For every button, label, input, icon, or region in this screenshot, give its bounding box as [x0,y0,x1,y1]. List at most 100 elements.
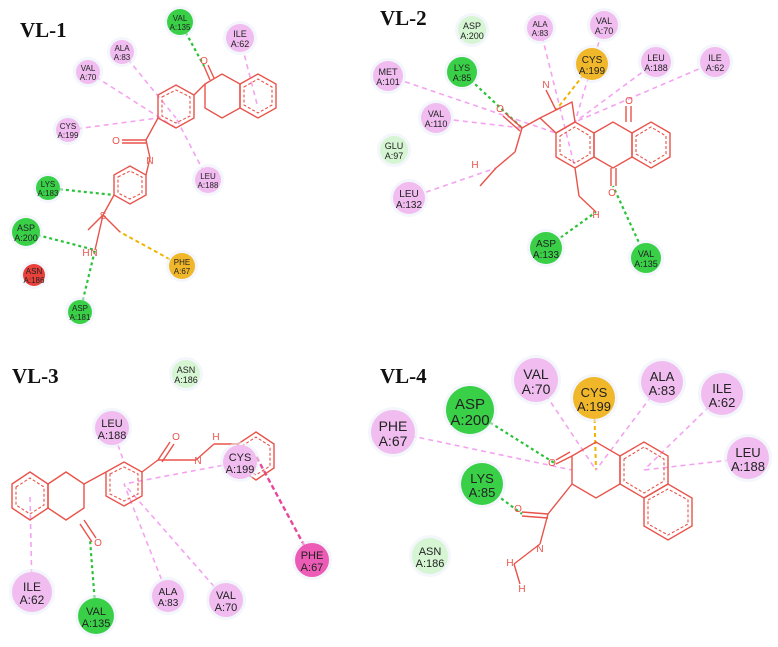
atom-h: H [82,248,89,259]
residue-chain: A:199 [577,399,611,414]
residue-name: VAL [428,109,444,119]
atom-o: O [548,458,556,469]
residue-name: MET [379,67,399,77]
vl3-interaction-line [29,495,33,593]
residue-chain: A:110 [425,119,448,129]
residue-name: LEU [399,189,418,200]
residue-name: CYS [60,122,76,131]
atom-h: H [592,210,599,221]
vl4-ligand [513,441,693,585]
residue-name: VAL [523,366,549,382]
atom-labels: O O N S N H N O O H O H O H O N O O N H … [82,56,633,595]
residue-chain: A:199 [579,66,606,77]
residue-name: LYS [454,63,470,73]
residue-chain: A:135 [82,618,111,630]
vl1-interaction-line [78,249,97,313]
vl2-interaction-line [387,75,557,134]
residue-name: ASN [419,546,442,558]
residue-chain: A:85 [453,73,472,83]
residue-name: LEU [647,53,665,63]
residue-name: ASP [455,396,485,413]
residue-chain: A:188 [198,181,219,190]
residue-name: VAL [638,249,654,259]
residue-chain: A:83 [158,598,179,609]
panel-title-vl4: VL-4 [380,364,427,388]
residue-name: ASN [26,267,43,276]
vl2-interaction-line [574,24,605,123]
residue-chain: A:199 [58,131,79,140]
residue-chain: A:101 [376,77,400,87]
residue-name: ASN [177,365,196,375]
vl2-ligand [479,89,671,213]
residue-name: LYS [470,471,494,486]
residue-chain: A:62 [231,39,250,49]
residue-name: PHE [379,418,408,434]
residue-chain: A:186 [416,558,445,570]
vl2-interaction-line [574,61,716,123]
residue-chain: A:188 [98,430,127,442]
atom-o: O [172,432,180,443]
atom-o: O [608,188,616,199]
vl1-interaction-line [47,186,115,197]
residue-bubbles: ALAA:83VALA:135ILEA:62VALA:70CYSA:199LEU… [9,6,772,637]
residue-chain: A:62 [706,63,725,73]
residue-chain: A:83 [649,383,676,398]
residue-chain: A:135 [170,23,191,32]
residue-chain: A:67 [174,267,191,276]
residue-name: VAL [173,14,188,23]
vl2-interaction-line [408,167,497,199]
residue-name: ASP [72,304,88,313]
residue-name: GLU [385,141,404,151]
vl2-interaction-line [539,27,576,169]
residue-name: ILE [712,381,732,396]
vl1-interaction-line [87,71,177,129]
residue-name: VAL [86,606,106,618]
residue-chain: A:200 [460,31,484,41]
residue-chain: A:70 [595,26,614,36]
atom-o: O [496,104,504,115]
vl1-ligand [87,64,277,251]
atom-n: N [536,544,543,555]
interaction-lines [25,21,749,617]
atom-o: O [200,56,208,67]
residue-name: ASP [536,239,556,250]
residue-chain: A:83 [532,29,549,38]
residue-name: PHE [174,258,190,267]
residue-name: ALA [114,44,130,53]
vl2-interaction-line [435,117,523,129]
residue-name: ASP [17,223,35,233]
residue-chain: A:70 [80,73,97,82]
residue-chain: A:133 [533,250,560,261]
residue-chain: A:200 [14,233,38,243]
vl4-interaction-line [469,409,557,465]
residue-name: LEU [735,445,760,460]
atom-h: H [471,160,478,171]
vl1-interaction-line [67,117,159,131]
residue-chain: A:188 [644,63,668,73]
residue-chain: A:62 [709,395,736,410]
residue-name: ILE [233,29,247,39]
vl2-interaction-line [574,61,657,123]
vl2-interaction-line [545,211,597,249]
